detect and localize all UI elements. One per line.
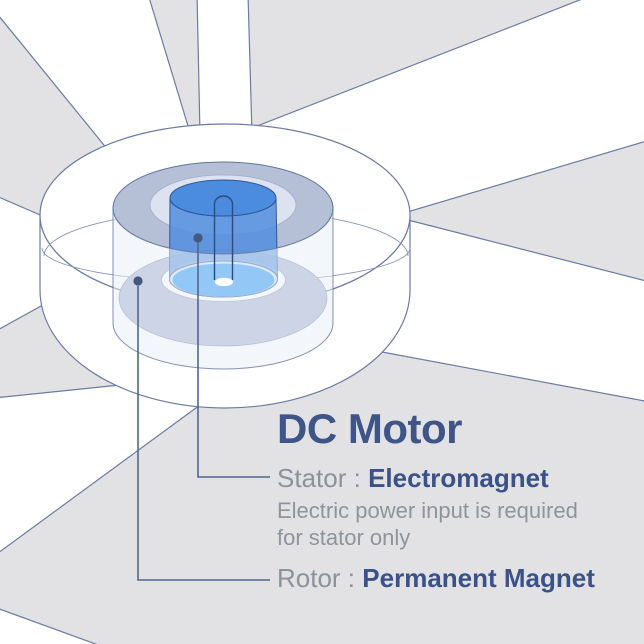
stator-value: Electromagnet xyxy=(368,463,549,493)
page-title: DC Motor xyxy=(277,405,462,452)
shaft-outline xyxy=(213,195,234,280)
stator-callout-dot xyxy=(193,233,203,243)
stator-note-line1: Electric power input is required xyxy=(277,498,578,523)
rotor-value: Permanent Magnet xyxy=(362,563,595,593)
stator-note: Electric power input is required for sta… xyxy=(277,497,578,551)
stator-housing xyxy=(112,207,334,370)
stator-label-line: Stator :Electromagnet xyxy=(277,464,549,493)
rotor-top xyxy=(169,179,277,217)
rotor-label-line: Rotor :Permanent Magnet xyxy=(277,564,595,593)
stator-label: Stator : xyxy=(277,463,361,493)
shaft-tip xyxy=(215,277,233,287)
fan-blade-bottom-corner xyxy=(0,608,98,644)
fan-blade-top xyxy=(196,0,253,136)
rotor-callout-line xyxy=(137,286,270,581)
callout-lines xyxy=(137,243,270,581)
rotor-label: Rotor : xyxy=(277,563,356,593)
rotor-callout-dot xyxy=(133,276,143,286)
stator-note-line2: for stator only xyxy=(277,525,411,550)
stator-callout-line xyxy=(197,243,270,478)
motor-shaft xyxy=(213,195,234,287)
